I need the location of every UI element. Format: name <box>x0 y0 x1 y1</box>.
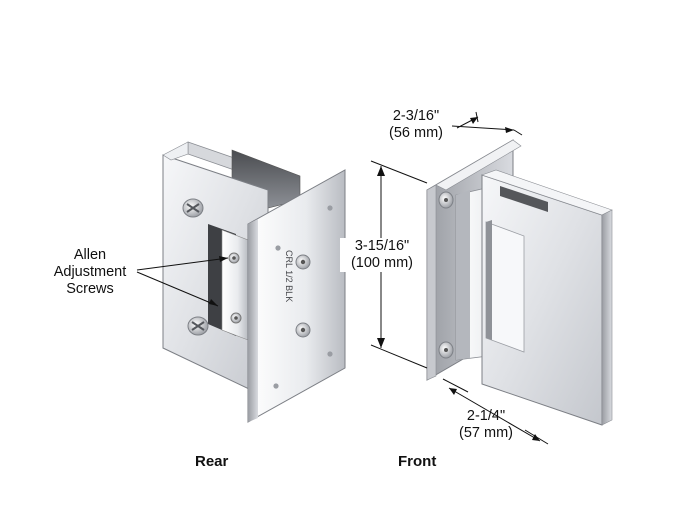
callout-line-2: Adjustment <box>53 264 127 280</box>
rear-clamp-screw-bottom <box>295 322 311 338</box>
arrow-head <box>209 299 218 306</box>
depth-inches: 2-3/16" <box>392 108 440 124</box>
depth-mm: (56 mm) <box>389 125 443 141</box>
caption-rear: Rear <box>195 453 229 470</box>
arrow-head <box>532 434 540 441</box>
engraving-text: CRL 1/2 BLK <box>284 250 294 302</box>
height-dimension-label: 3-15/16" (100 mm) <box>340 238 424 272</box>
width-dimension-label: 2-1/4" (57 mm) <box>446 408 526 442</box>
height-inches: 3-15/16" <box>354 238 410 254</box>
front-hinge <box>426 139 613 426</box>
callout-line-3: Screws <box>66 281 114 297</box>
caption-front: Front <box>398 453 437 470</box>
callout-leaders <box>136 257 229 307</box>
arrow-head <box>470 117 478 124</box>
depth-dimension-label: 2-3/16" (56 mm) <box>376 108 456 142</box>
arrow-head <box>377 166 385 176</box>
callout-line-1: Allen <box>73 247 107 263</box>
height-mm: (100 mm) <box>350 255 414 271</box>
front-screw-bottom <box>438 341 454 359</box>
rear-screw-top <box>182 198 204 218</box>
callout-label: Allen Adjustment Screws <box>40 247 140 298</box>
allen-screw-top <box>228 252 240 264</box>
rear-clamp-screw-top <box>295 254 311 270</box>
rear-screw-bottom <box>187 316 209 336</box>
arrow-head <box>377 338 385 348</box>
rear-hinge: CRL 1/2 BLK <box>162 141 346 423</box>
front-screw-top <box>438 191 454 209</box>
allen-screw-bottom <box>230 312 242 324</box>
width-mm: (57 mm) <box>459 425 513 441</box>
width-inches: 2-1/4" <box>466 408 506 424</box>
arrow-head <box>449 388 457 395</box>
arrow-head <box>505 127 514 133</box>
arrow-head <box>219 256 228 262</box>
